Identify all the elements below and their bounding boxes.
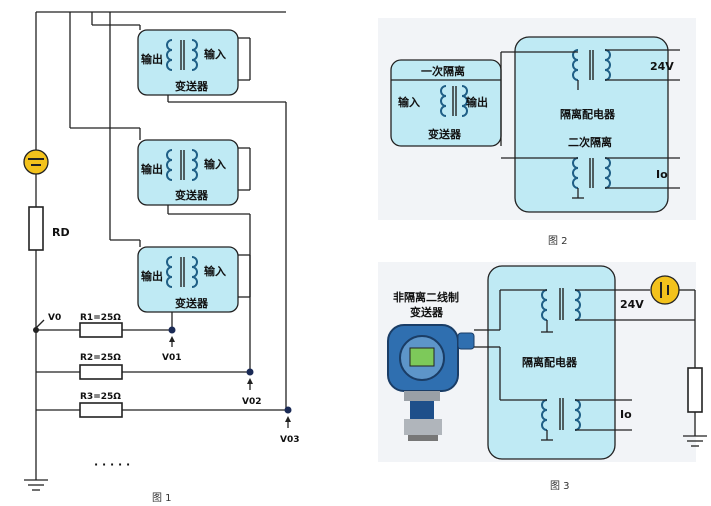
svg-text:变送器: 变送器 [175,79,209,93]
transmitter-2: 输出 输入 变送器 [137,128,251,370]
ellipsis: · · · · · [94,458,130,471]
svg-text:Io: Io [620,408,632,421]
svg-text:输入: 输入 [204,157,226,171]
load-resistor [687,367,703,413]
svg-text:输入: 输入 [398,95,420,109]
svg-text:隔离配电器: 隔离配电器 [522,355,578,369]
distributor-box-3 [487,265,616,460]
figure-2: 一次隔离 输入 输出 变送器 隔离配电器 二次隔离 24V Io 图 2 [378,18,696,247]
svg-text:一次隔离: 一次隔离 [421,64,465,78]
figure-3-caption: 图 3 [550,480,570,492]
r1-label: R1=25Ω [80,313,121,323]
svg-text:变送器: 变送器 [175,188,209,202]
svg-text:变送器: 变送器 [428,127,462,141]
transmitter-3: 输出 输入 变送器 [137,240,251,330]
v01-label: V01 [162,353,182,363]
ground-icon [24,479,48,491]
transmitter-device-icon [387,324,475,441]
r2-label: R2=25Ω [80,353,121,363]
resistor-r2 [79,364,123,380]
rd-label: RD [52,226,70,239]
distributor-box [514,36,669,213]
resistor-r1 [79,322,123,338]
svg-text:输出: 输出 [141,269,163,283]
transmitter-1: 输出 输入 变送器 [137,25,286,103]
ground-icon-3 [683,435,707,447]
svg-text:Io: Io [656,168,668,181]
svg-text:输出: 输出 [141,52,163,66]
r3-label: R3=25Ω [80,392,121,402]
svg-text:输入: 输入 [204,264,226,278]
svg-text:输出: 输出 [141,162,163,176]
resistor-r3 [79,402,123,418]
svg-text:输入: 输入 [204,47,226,61]
svg-text:24V: 24V [650,60,674,73]
figure-2-caption: 图 2 [548,235,568,247]
v0-label: V0 [48,313,61,323]
svg-text:隔离配电器: 隔离配电器 [560,107,616,121]
figure-1-caption: 图 1 [152,492,172,504]
svg-text:变送器: 变送器 [410,305,444,319]
svg-text:24V: 24V [620,298,644,311]
svg-text:输出: 输出 [466,95,488,109]
figure-1: RD 输出 输入 变送器 [23,11,300,504]
svg-text:变送器: 变送器 [175,296,209,310]
v03-label: V03 [280,435,300,445]
resistor-rd [28,206,44,251]
svg-text:非隔离二线制: 非隔离二线制 [393,290,459,304]
svg-text:二次隔离: 二次隔离 [568,135,612,149]
battery-icon [23,149,49,175]
v02-label: V02 [242,397,262,407]
battery-icon-3 [650,275,680,305]
figure-3: 非隔离二线制 变送器 隔离配电器 [378,262,707,492]
